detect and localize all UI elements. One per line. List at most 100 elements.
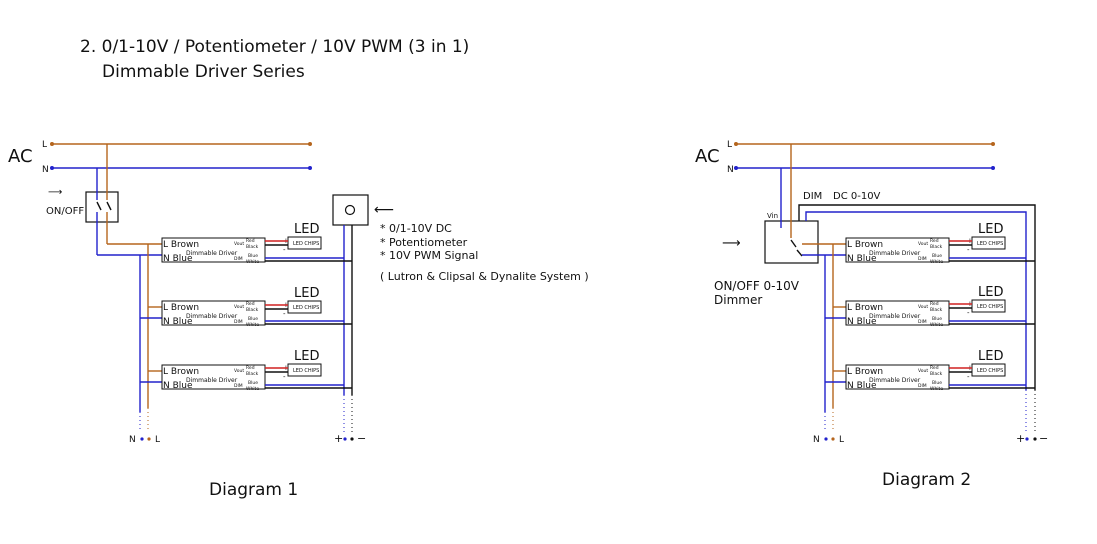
led-box — [971, 363, 1006, 377]
terminal-dot — [831, 437, 835, 441]
driver-l-label: L Brown — [847, 240, 883, 250]
driver-n-label: N Blue — [847, 317, 877, 327]
driver-name: Dimmable Driver — [869, 250, 921, 257]
led-chip-text: LED CHIPS — [293, 305, 319, 311]
red-label: Red — [246, 365, 255, 371]
driver-3: L Brown Dimmable Driver N Blue Vout DIM … — [161, 364, 266, 392]
note-2: * Potentiometer — [380, 236, 468, 249]
terminal-dot — [1025, 437, 1029, 441]
vout-label: Vout — [234, 304, 244, 310]
dim-label: DIM — [234, 319, 243, 325]
header-title: 2. 0/1-10V / Potentiometer / 10V PWM (3 … — [80, 37, 469, 57]
arrow-icon: ⟶ — [722, 236, 741, 251]
driver-name: Dimmable Driver — [869, 313, 921, 320]
terminal-dot — [343, 437, 347, 441]
white-label: White — [246, 322, 259, 328]
red-label: Red — [930, 365, 939, 371]
driver-n-label: N Blue — [847, 381, 877, 391]
driver-box — [161, 300, 266, 326]
red-label: Red — [246, 301, 255, 307]
diagram-1: AC L N ⟶ ON/OFF N L — [8, 140, 589, 500]
driver-name: Dimmable Driver — [869, 377, 921, 384]
header-subtitle: Dimmable Driver Series — [102, 62, 305, 82]
driver-box — [161, 237, 266, 263]
driver-n-label: N Blue — [163, 317, 193, 327]
led-minus: - — [967, 373, 970, 381]
dim-plus-loop — [805, 211, 1027, 390]
driver-l-label: L Brown — [163, 303, 199, 313]
dim-label: DIM — [918, 319, 927, 325]
dim-label: DIM — [234, 383, 243, 389]
black-label: Black — [930, 244, 943, 250]
switch-blade — [106, 201, 112, 211]
led-chip-text: LED CHIPS — [293, 368, 319, 374]
terminal-dot — [147, 437, 151, 441]
led-title: LED — [294, 349, 319, 364]
bottom-l-label: L — [839, 435, 844, 445]
driver-name: Dimmable Driver — [186, 313, 238, 320]
dim-label: DIM — [803, 191, 822, 202]
black-label: Black — [930, 307, 943, 313]
vout-label: Vout — [918, 304, 928, 310]
led-minus: - — [283, 310, 286, 318]
switch-label: ON/OFF — [46, 206, 84, 217]
led-module-2: LED LED CHIPS + - — [265, 286, 322, 318]
vout-label: Vout — [918, 368, 928, 374]
terminal-dot — [734, 142, 738, 146]
terminal-dot — [308, 166, 312, 170]
driver-box — [845, 237, 950, 263]
led-minus: - — [283, 373, 286, 381]
white-label: White — [930, 322, 943, 328]
black-label: Black — [246, 307, 259, 313]
bottom-plus-label: + — [334, 432, 343, 445]
dim-label: DIM — [234, 256, 243, 262]
vout-label: Vout — [918, 241, 928, 247]
red-label: Red — [246, 238, 255, 244]
dim-label: DIM — [918, 256, 927, 262]
driver-name: Dimmable Driver — [186, 377, 238, 384]
led-box — [971, 236, 1006, 250]
led-module-1: LED LED CHIPS + - — [265, 222, 322, 254]
vout-label: Vout — [234, 241, 244, 247]
led-minus: - — [967, 246, 970, 254]
bottom-n-label: N — [813, 435, 820, 445]
led-chip-text: LED CHIPS — [977, 304, 1003, 310]
led-module-3: LED LED CHIPS + - — [265, 349, 322, 381]
caption-diagram-1: Diagram 1 — [209, 480, 298, 500]
led-chip-text: LED CHIPS — [977, 241, 1003, 247]
blue-label: Blue — [248, 380, 258, 386]
vout-label: Vout — [234, 368, 244, 374]
switch-blade — [796, 249, 803, 257]
led-module-1: LED LED CHIPS + - — [949, 222, 1006, 254]
led-box — [287, 300, 322, 314]
terminal-dot — [734, 166, 738, 170]
driver-3: L Brown Dimmable Driver N Blue Vout DIM … — [845, 364, 950, 392]
white-label: White — [246, 386, 259, 392]
driver-box — [161, 364, 266, 390]
driver-1: L Brown Dimmable Driver N Blue Vout DIM … — [161, 237, 266, 265]
switch-blade — [96, 201, 102, 211]
driver-n-label: N Blue — [847, 254, 877, 264]
blue-label: Blue — [932, 380, 942, 386]
led-box — [287, 236, 322, 250]
diagram-2: AC L N Vin ⟶ ON/OFF 0-10V Dimmer DIM DC … — [695, 140, 1048, 490]
bottom-minus-label: − — [1039, 432, 1048, 445]
note-systems: ( Lutron & Clipsal & Dynalite System ) — [380, 270, 589, 283]
terminal-dot — [50, 142, 54, 146]
n-label: N — [727, 165, 734, 175]
black-label: Black — [246, 371, 259, 377]
blue-label: Blue — [932, 316, 942, 322]
bottom-n-label: N — [129, 435, 136, 445]
l-label: L — [42, 140, 47, 150]
dimmer-control — [332, 194, 369, 226]
white-label: White — [930, 386, 943, 392]
driver-name: Dimmable Driver — [186, 250, 238, 257]
driver-l-label: L Brown — [163, 367, 199, 377]
black-label: Black — [930, 371, 943, 377]
note-1: * 0/1-10V DC — [380, 222, 452, 235]
led-title: LED — [294, 286, 319, 301]
led-title: LED — [978, 285, 1003, 300]
black-label: Black — [246, 244, 259, 250]
driver-l-label: L Brown — [847, 367, 883, 377]
